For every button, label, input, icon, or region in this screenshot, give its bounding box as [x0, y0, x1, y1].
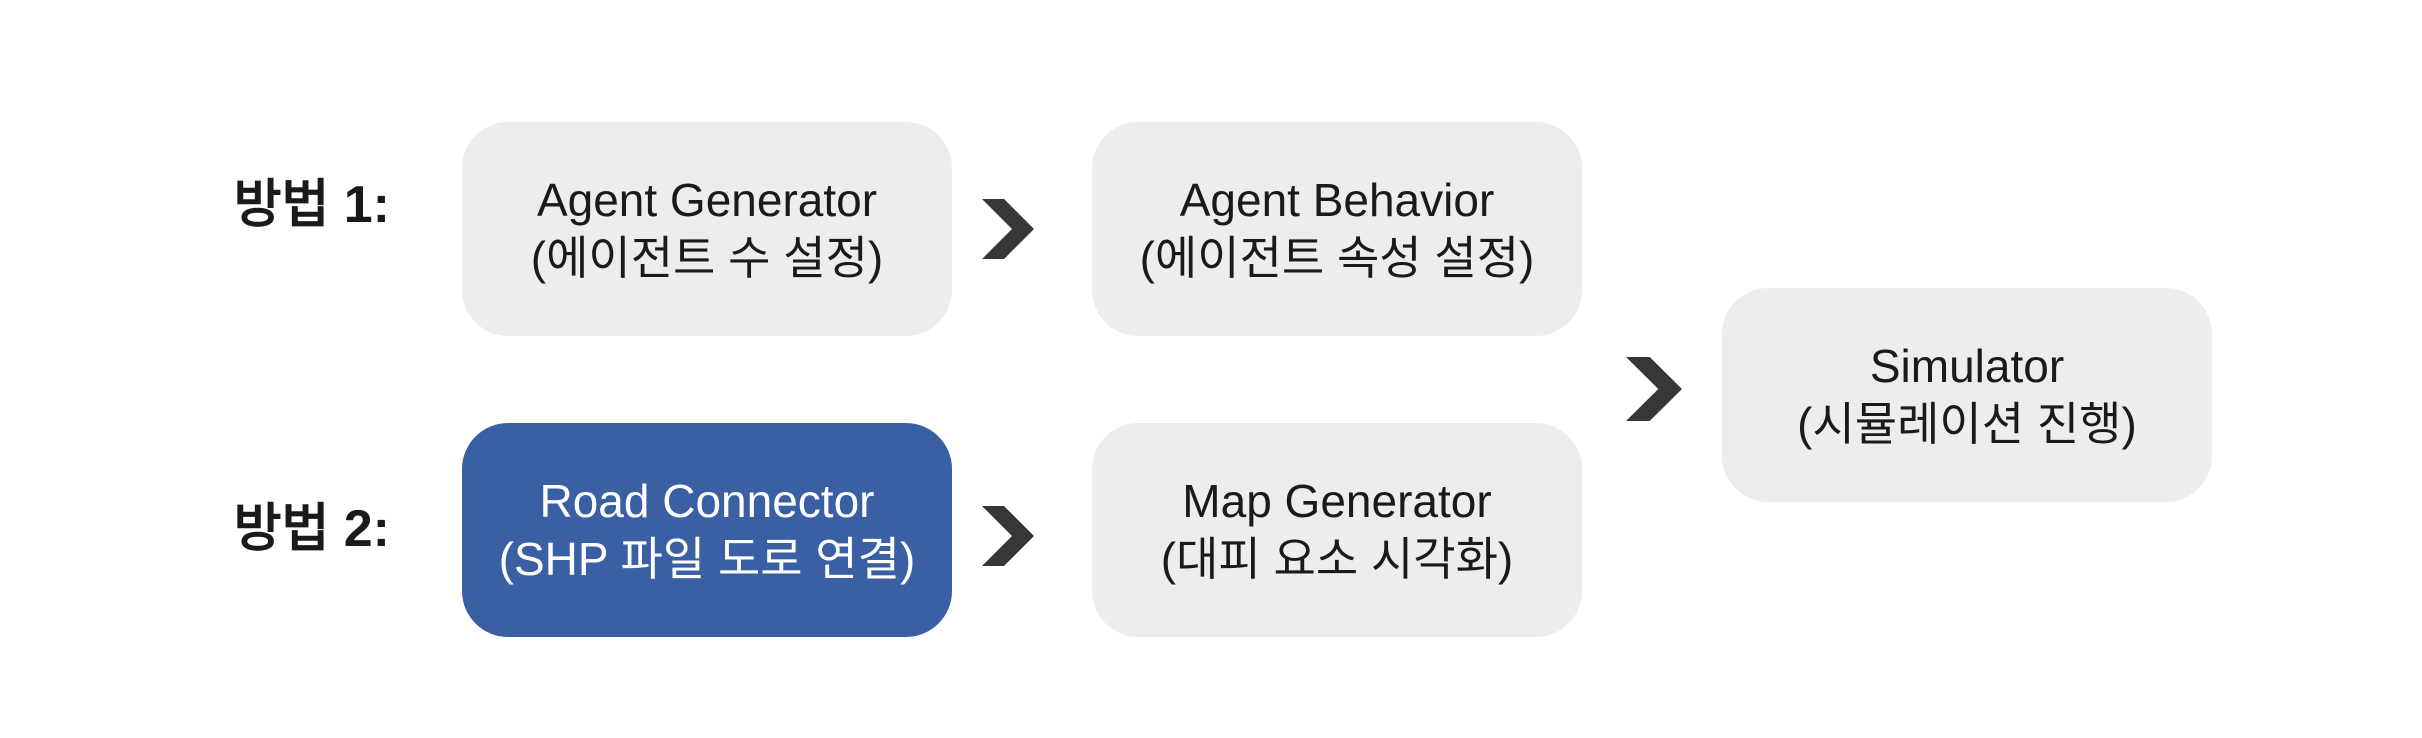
chevron-right-icon	[982, 506, 1034, 566]
node-title: Agent Behavior	[1179, 174, 1495, 226]
method-2-label: 방법 2:	[233, 500, 390, 558]
node-title: Road Connector	[539, 475, 875, 527]
node-subtitle: (시뮬레이션 진행)	[1797, 398, 2137, 450]
chevron-right-icon	[982, 199, 1034, 259]
flow-node-road-connector: Road Connector (SHP 파일 도로 연결)	[462, 423, 952, 637]
flow-node-agent-generator: Agent Generator (에이전트 수 설정)	[462, 122, 952, 336]
flow-node-agent-behavior: Agent Behavior (에이전트 속성 설정)	[1092, 122, 1582, 336]
node-title: Simulator	[1869, 340, 2065, 392]
node-subtitle: (에이전트 수 설정)	[530, 232, 884, 284]
node-subtitle: (대피 요소 시각화)	[1160, 533, 1514, 585]
method-1-label: 방법 1:	[233, 176, 390, 234]
node-subtitle: (SHP 파일 도로 연결)	[498, 533, 916, 585]
node-subtitle: (에이전트 속성 설정)	[1139, 232, 1535, 284]
node-title: Agent Generator	[536, 174, 878, 226]
chevron-right-icon	[1626, 357, 1682, 421]
flow-node-map-generator: Map Generator (대피 요소 시각화)	[1092, 423, 1582, 637]
flow-node-simulator: Simulator (시뮬레이션 진행)	[1722, 288, 2212, 502]
node-title: Map Generator	[1182, 475, 1492, 527]
